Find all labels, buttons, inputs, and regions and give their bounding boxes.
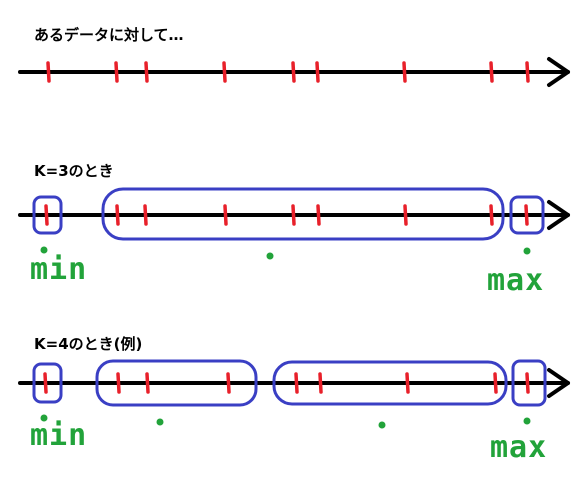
row1-tick-8 [489, 61, 494, 83]
title-k4: K=4のとき(例) [34, 335, 143, 353]
row1-tick-3 [144, 61, 149, 83]
row3-tick-5 [294, 372, 299, 394]
k3-cluster-middle [101, 187, 505, 241]
k3-cluster-max [509, 195, 545, 235]
row1-tick-1 [46, 61, 51, 83]
axis-row2-arrowhead [547, 200, 570, 230]
title-data: あるデータに対して… [34, 26, 184, 44]
row3-tick-4 [226, 372, 231, 394]
min-label-k4: min [30, 418, 88, 453]
row2-tick-3 [143, 204, 148, 226]
row3-tick-7 [405, 372, 410, 394]
row3-tick-8 [493, 372, 498, 394]
max-label-k3: max [487, 263, 545, 298]
row2-tick-9 [524, 204, 529, 226]
k4-cluster-1 [95, 359, 258, 407]
row2-tick-4 [223, 204, 228, 226]
row2-tick-5 [291, 204, 296, 226]
row2-tick-1 [44, 204, 49, 226]
k3-cluster-min [32, 195, 63, 235]
k3-max-dot [523, 247, 531, 255]
k4-cluster-max [511, 359, 547, 407]
axis-row1-arrowhead [547, 57, 570, 87]
row1-tick-7 [402, 61, 407, 83]
k4-min-dot [40, 414, 48, 422]
row1-tick-2 [114, 61, 119, 83]
row1-tick-9 [525, 61, 530, 83]
row1-tick-5 [291, 61, 296, 83]
min-label-k3: min [30, 252, 88, 287]
k3-min-dot [40, 246, 48, 254]
k4-cluster1-dot [156, 418, 164, 426]
row2-tick-2 [115, 204, 120, 226]
axis-row3-arrowhead [547, 368, 570, 398]
k3-middle-dot [266, 252, 274, 260]
title-k3: K=3のとき [34, 162, 114, 180]
row3-tick-9 [525, 372, 530, 394]
row3-tick-3 [145, 372, 150, 394]
row2-tick-6 [316, 204, 321, 226]
row2-tick-7 [403, 204, 408, 226]
k4-cluster2-dot [378, 421, 386, 429]
row3-tick-1 [43, 372, 48, 394]
row1-tick-6 [315, 61, 320, 83]
row1-tick-4 [222, 61, 227, 83]
k4-cluster-2 [272, 360, 508, 406]
k4-max-dot [523, 417, 531, 425]
max-label-k4: max [490, 430, 548, 465]
row3-tick-2 [116, 372, 121, 394]
k4-cluster-min [32, 362, 63, 404]
row2-tick-8 [489, 204, 494, 226]
row3-tick-6 [318, 372, 323, 394]
